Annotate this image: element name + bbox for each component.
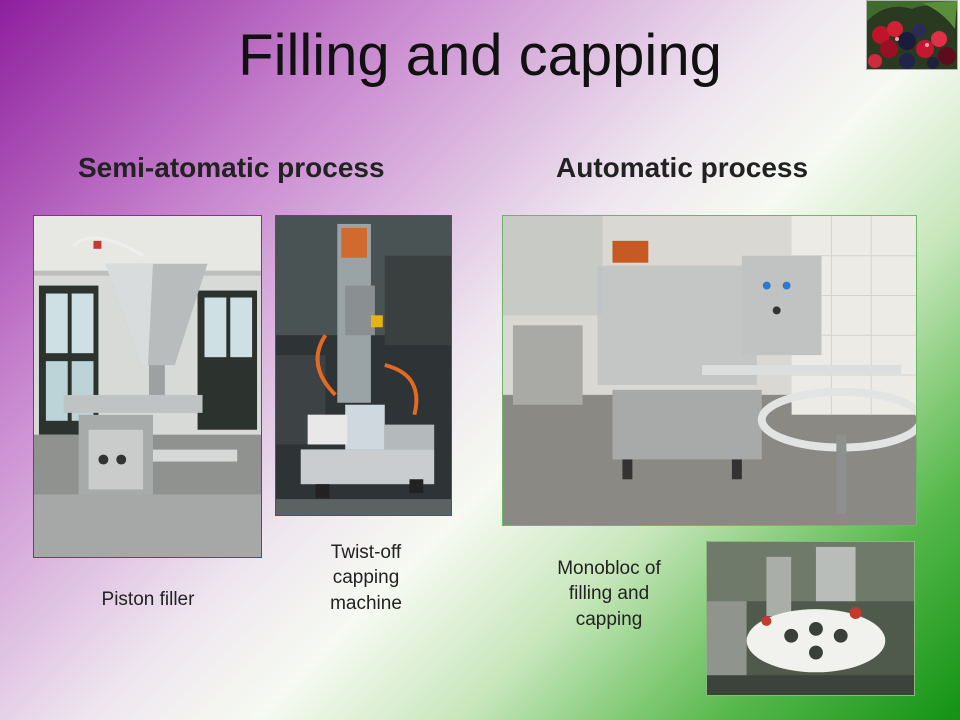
caption-line: Twist-off (330, 542, 402, 563)
rotary-turret-photo (706, 541, 915, 696)
caption-line: filling and (568, 583, 650, 605)
piston-filler-caption: Piston filler (78, 587, 218, 612)
piston-filler-photo (33, 215, 262, 558)
slide-title: Filling and capping (238, 23, 722, 88)
caption-line: capping (575, 608, 643, 630)
caption-line: capping (332, 567, 400, 589)
caption-line: Monobloc of (557, 558, 661, 579)
twist-off-capper-photo (275, 215, 452, 516)
monobloc-line-photo (502, 215, 917, 526)
twist-off-capper-caption: Twist-off capping machine (296, 540, 436, 616)
semi-automatic-heading: Semi-atomatic process (78, 152, 385, 183)
berries-photo-icon (866, 0, 958, 70)
monobloc-caption: Monobloc of filling and capping (530, 556, 688, 632)
caption-line: machine (330, 592, 402, 614)
automatic-heading: Automatic process (556, 152, 809, 183)
caption-line: Piston filler (101, 589, 195, 610)
